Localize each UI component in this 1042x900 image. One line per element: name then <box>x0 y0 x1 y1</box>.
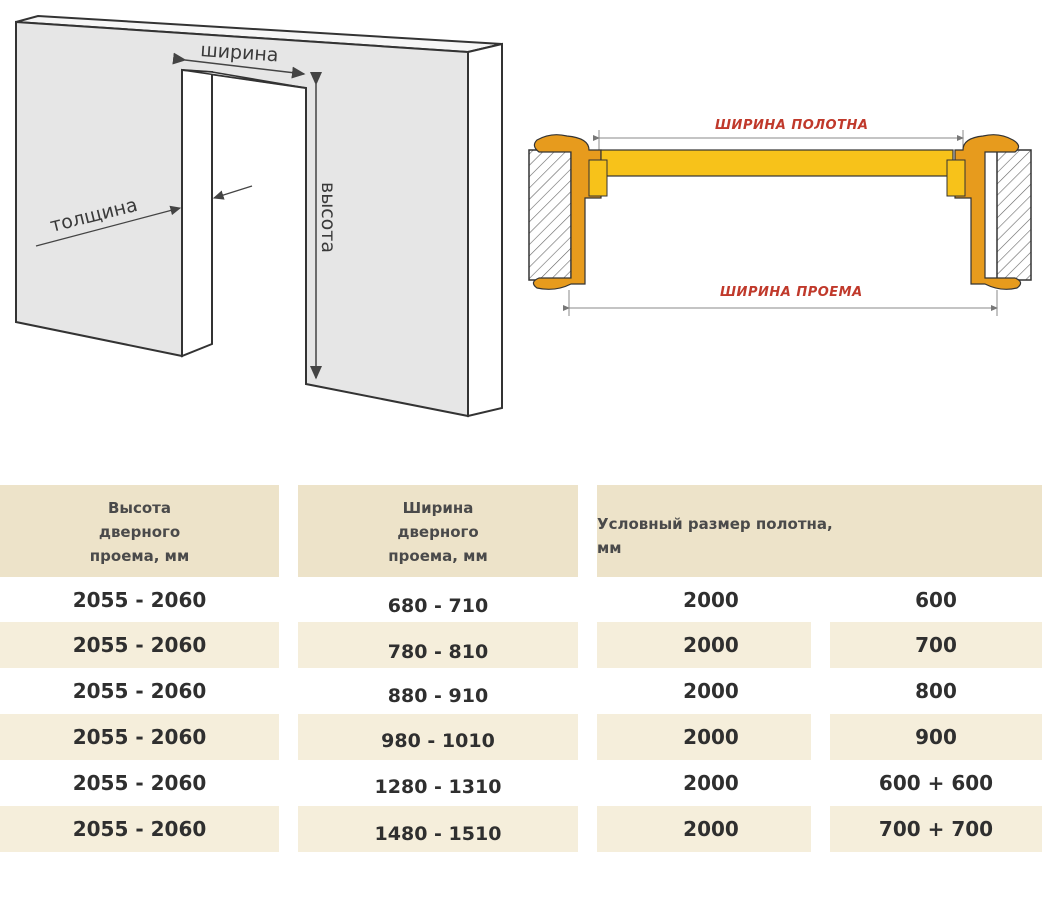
leaf-rebate-left <box>588 159 608 197</box>
header-height: Высота дверного проема, мм <box>0 485 279 577</box>
right-frame-profile <box>954 134 1022 290</box>
cell-opening-width: 880 - 910 <box>387 685 489 707</box>
left-wall-section <box>528 149 572 281</box>
cell-opening-height: 2055 - 2060 <box>72 679 207 703</box>
height-label: высота <box>317 182 339 253</box>
cell-opening-height: 2055 - 2060 <box>72 771 207 795</box>
row-shade <box>298 622 578 668</box>
thickness-leader <box>35 205 182 247</box>
row-shade <box>830 622 1042 668</box>
row-shade <box>597 806 811 852</box>
cell-opening-width: 780 - 810 <box>387 641 489 663</box>
row-shade <box>298 714 578 760</box>
opening-width-label: ШИРИНА ПРОЕМА <box>720 285 863 300</box>
cell-leaf-width: 600 + 600 <box>878 771 994 795</box>
cell-leaf-height: 2000 <box>683 679 739 703</box>
cell-opening-height: 2055 - 2060 <box>72 817 207 841</box>
left-frame-profile <box>532 134 602 290</box>
row-shade <box>0 806 279 852</box>
cell-opening-width: 1280 - 1310 <box>374 776 502 798</box>
cell-leaf-height: 2000 <box>683 588 739 612</box>
door-leaf <box>600 149 954 177</box>
cell-leaf-width: 700 + 700 <box>878 817 994 841</box>
cell-leaf-width: 600 <box>915 588 957 612</box>
cell-leaf-height: 2000 <box>683 817 739 841</box>
row-shade <box>0 714 279 760</box>
header-leaf-size: Условный размер полотна, мм <box>597 485 1042 577</box>
row-shade <box>597 622 811 668</box>
cell-opening-width: 1480 - 1510 <box>374 823 502 845</box>
row-shade <box>830 714 1042 760</box>
cell-leaf-height: 2000 <box>683 725 739 749</box>
cell-opening-height: 2055 - 2060 <box>72 588 207 612</box>
row-shade <box>597 714 811 760</box>
width-arrow <box>172 52 306 79</box>
cell-leaf-height: 2000 <box>683 633 739 657</box>
row-shade <box>298 806 578 852</box>
cell-leaf-height: 2000 <box>683 771 739 795</box>
cell-opening-width: 980 - 1010 <box>381 730 495 752</box>
thickness-arrow-right <box>212 185 253 200</box>
cell-leaf-width: 900 <box>915 725 957 749</box>
door-frame-section-diagram: ШИРИНА ПОЛОТНА ШИРИНА ПРОЕМА <box>528 118 1032 316</box>
width-label: ширина <box>200 39 280 66</box>
wall-opening-diagram: ширина высота толщина <box>15 14 503 418</box>
leaf-rebate-right <box>946 159 966 197</box>
leaf-width-label: ШИРИНА ПОЛОТНА <box>715 118 868 133</box>
row-shade <box>0 622 279 668</box>
row-shade <box>830 806 1042 852</box>
cell-leaf-width: 800 <box>915 679 957 703</box>
header-width: Ширина дверного проема, мм <box>298 485 578 577</box>
cell-opening-height: 2055 - 2060 <box>72 725 207 749</box>
cell-opening-height: 2055 - 2060 <box>72 633 207 657</box>
cell-leaf-width: 700 <box>915 633 957 657</box>
cell-opening-width: 680 - 710 <box>387 595 489 617</box>
